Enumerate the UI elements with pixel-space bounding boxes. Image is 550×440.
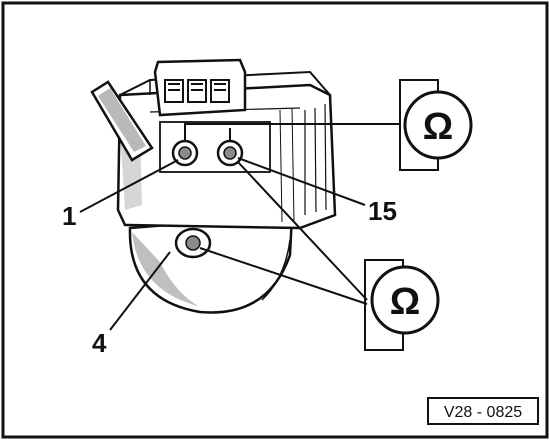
ohmmeter-lower: Ω	[364, 259, 440, 351]
ohm-symbol-upper: Ω	[423, 106, 453, 148]
terminal-15	[216, 139, 244, 167]
round-housing	[128, 213, 294, 314]
label-1: 1	[62, 201, 76, 231]
figure-code: V28 - 0825	[444, 404, 522, 421]
callout-line-1	[79, 159, 179, 213]
label-4: 4	[92, 328, 107, 358]
ohm-symbol-lower: Ω	[390, 281, 420, 323]
terminal-4	[174, 227, 212, 259]
figure-code-box	[427, 397, 539, 425]
terminal-1	[171, 139, 199, 167]
label-15: 15	[368, 196, 397, 226]
connector-plug	[153, 58, 247, 117]
mounting-tab	[90, 80, 154, 162]
lead-15-to-ohm-lower	[237, 161, 368, 301]
callout-line-15	[237, 157, 366, 206]
callout-line-4	[109, 251, 171, 331]
lead-4-to-ohm-lower	[199, 247, 368, 305]
